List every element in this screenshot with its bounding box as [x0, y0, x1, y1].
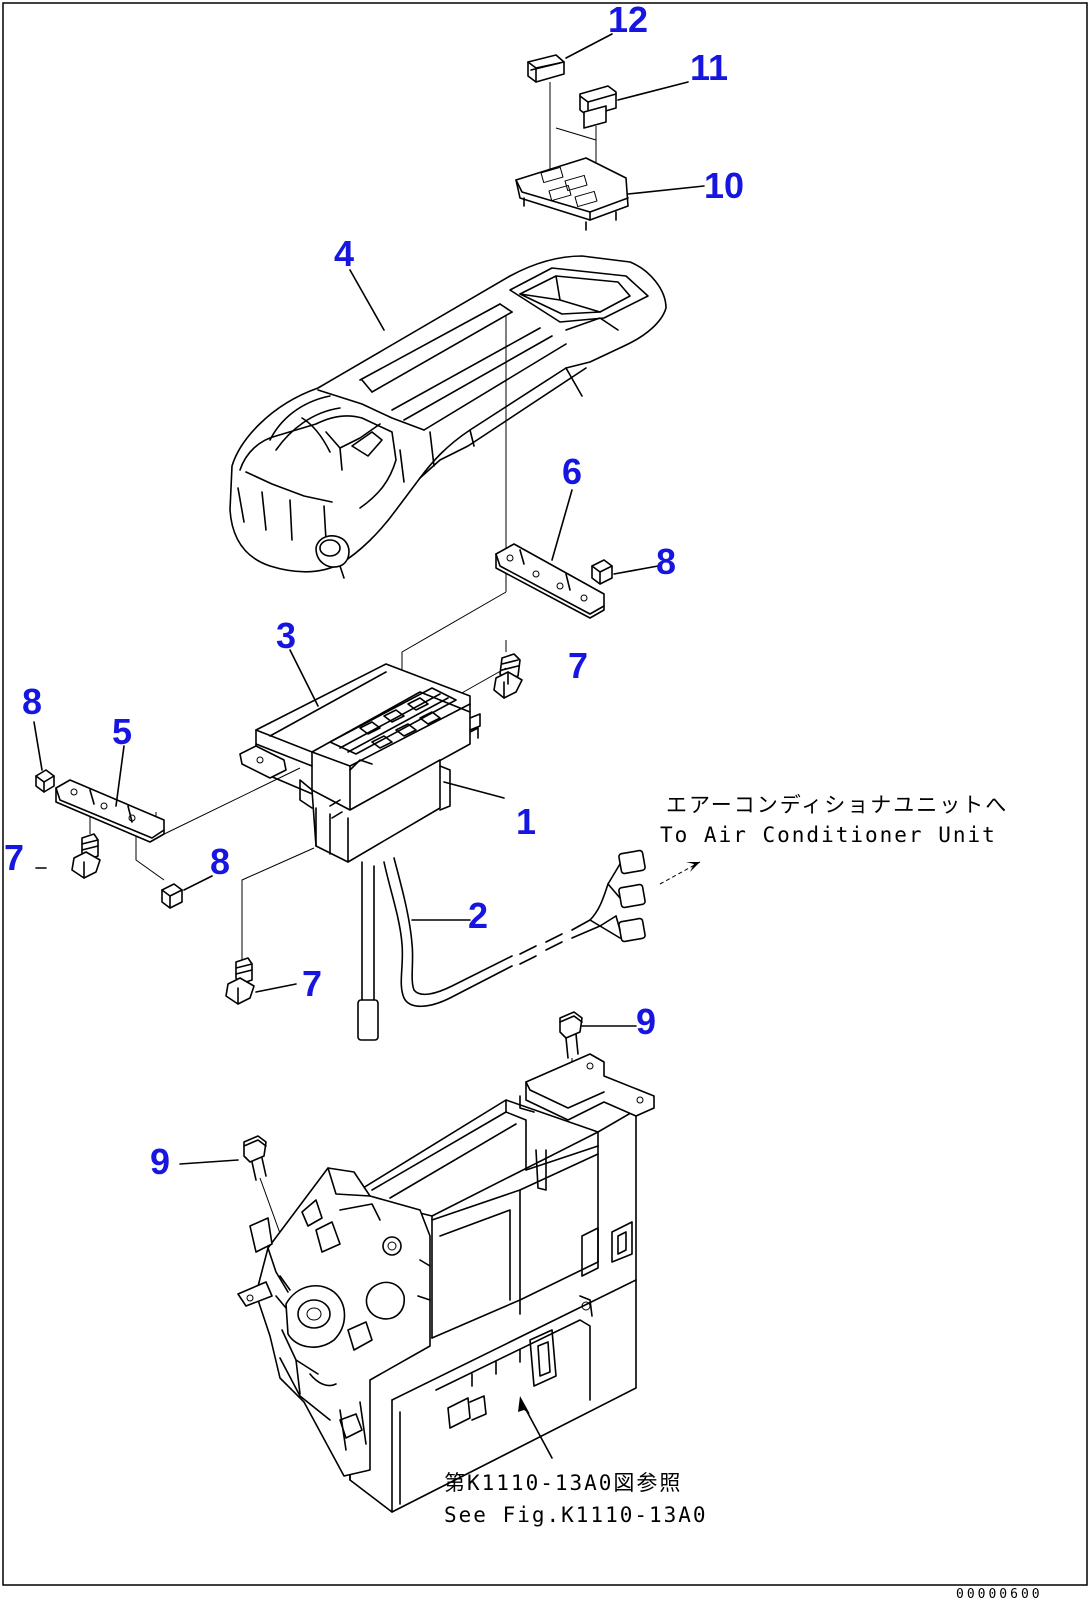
callout-6: 6 [562, 451, 582, 492]
callout-10: 10 [704, 165, 744, 206]
part-7-bolt-left [71, 833, 101, 879]
assembly-line-11b [555, 127, 597, 141]
part-7-bolt-lower [225, 957, 255, 1005]
callout-7-upper: 7 [568, 645, 588, 686]
note-air-conditioner-jp: エアーコンディショナユニットへ [666, 793, 1008, 817]
part-8-clip-upper-left [35, 769, 55, 793]
leader-10 [627, 185, 705, 195]
base-frame [237, 1053, 655, 1513]
part-8-clip-lower-left [161, 883, 183, 909]
callout-7-left: 7 [4, 837, 24, 878]
part-6-bracket [495, 543, 605, 619]
callout-2: 2 [468, 895, 488, 936]
note-air-conditioner-en: To Air Conditioner Unit [660, 823, 997, 847]
part-9-bolt-left [243, 1135, 267, 1181]
callout-9-upper: 9 [636, 1001, 656, 1042]
assembly-line-7-lower [241, 847, 315, 966]
leader-9-left [179, 1159, 239, 1165]
leader-see-fig [523, 1405, 553, 1459]
note-see-fig-jp: 第K1110-13A0図参照 [444, 1471, 682, 1495]
arrow-head-see-fig [518, 1396, 530, 1414]
leader-3 [289, 649, 319, 707]
callout-12: 12 [608, 0, 648, 40]
part-5-bracket [55, 779, 165, 843]
part-11-switch [579, 85, 617, 129]
callout-5: 5 [112, 711, 132, 752]
part-2-harness [357, 849, 646, 1041]
assembly-line-5 [155, 767, 301, 839]
callout-8-upper-left: 8 [22, 681, 42, 722]
callout-1: 1 [516, 801, 536, 842]
part-10-panel [515, 157, 629, 231]
callout-9-left: 9 [150, 1141, 170, 1182]
leader-5 [115, 745, 125, 807]
callout-11: 11 [690, 47, 728, 88]
part-7-bolt-upper [493, 653, 523, 699]
callout-3: 3 [276, 615, 296, 656]
leader-1 [443, 781, 505, 799]
leader-8-lower-left [183, 875, 213, 891]
note-see-fig-en: See Fig.K1110-13A0 [444, 1503, 708, 1527]
drawing-code: 00000600 [956, 1587, 1043, 1602]
leader-8-right [613, 565, 659, 575]
part-8-clip-right [591, 559, 613, 585]
callout-8-lower-left: 8 [210, 841, 230, 882]
callout-4: 4 [334, 233, 354, 274]
part-9-bolt-upper [559, 1011, 583, 1059]
callout-7-lower: 7 [302, 963, 322, 1004]
arrow-head-air-conditioner [686, 862, 700, 872]
leader-11 [617, 81, 689, 101]
callout-8-right: 8 [656, 541, 676, 582]
leader-6 [551, 489, 573, 561]
part-4-console-cover [229, 255, 667, 579]
leader-12 [565, 33, 613, 59]
leader-7-lower [255, 983, 297, 993]
leader-4 [349, 269, 385, 331]
leader-8-upper-left [33, 721, 43, 771]
part-3-controller [239, 663, 481, 863]
part-12-switch [527, 54, 565, 83]
